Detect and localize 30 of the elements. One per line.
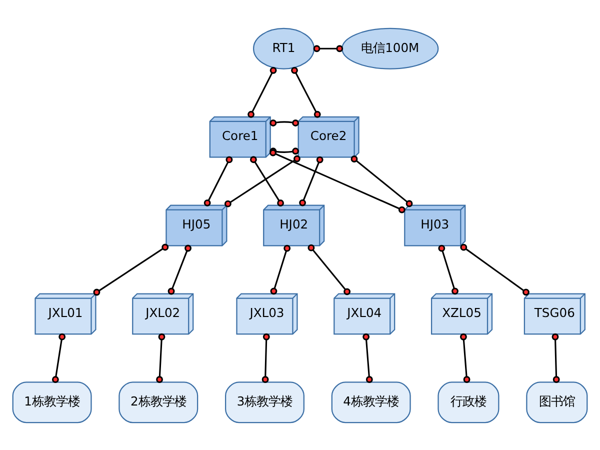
connector xyxy=(438,244,458,294)
connector xyxy=(224,154,300,207)
connector xyxy=(552,332,560,382)
node-box: 图书馆 xyxy=(526,381,588,423)
node-box: 3栋教学楼 xyxy=(225,381,304,423)
node-box: 4栋教学楼 xyxy=(331,381,411,423)
node-box: 1栋教学楼 xyxy=(12,381,92,423)
node-ellipse: RT1 xyxy=(252,27,315,69)
connector xyxy=(204,156,233,206)
connector xyxy=(350,155,413,207)
connector xyxy=(270,244,291,294)
connector xyxy=(313,44,344,52)
connector xyxy=(52,332,66,382)
connector xyxy=(460,243,530,296)
node-ellipse: 电信100M xyxy=(342,27,439,69)
connector xyxy=(299,156,324,206)
connector xyxy=(93,243,169,296)
connector xyxy=(248,66,277,118)
connector xyxy=(156,332,166,382)
connector xyxy=(308,244,351,295)
connector xyxy=(262,332,270,382)
node-box: 2栋教学楼 xyxy=(118,381,198,423)
connector xyxy=(460,332,470,382)
connector xyxy=(270,148,406,213)
connector xyxy=(250,156,284,206)
connector xyxy=(270,119,299,126)
node-box: 行政楼 xyxy=(438,381,500,423)
connector xyxy=(168,244,192,294)
connector xyxy=(362,332,373,382)
connector xyxy=(291,66,321,118)
